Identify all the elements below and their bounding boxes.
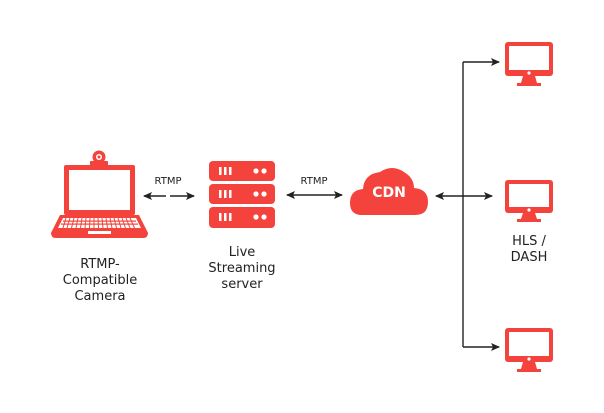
monitor-icon — [505, 42, 553, 86]
server-label-line: server — [221, 277, 263, 292]
camera-label: RTMP- Compatible Camera — [50, 257, 150, 305]
server-label: Live Streaming server — [192, 245, 292, 293]
server-label-line: Streaming — [208, 261, 276, 276]
cloud-icon — [350, 168, 428, 215]
viewer-label-line: DASH — [510, 250, 548, 265]
edge-label-server-cdn: RTMP — [300, 176, 328, 187]
edge-label-camera-server: RTMP — [154, 176, 182, 187]
camera-label-line: Compatible — [62, 273, 138, 288]
camera-label-line: Camera — [74, 289, 126, 304]
server-unit — [209, 184, 275, 204]
server-unit — [209, 161, 275, 181]
viewer-label-line: HLS / — [512, 234, 546, 249]
server-label-line: Live — [228, 245, 256, 260]
laptop-webcam-icon — [51, 150, 148, 238]
camera-label-line: RTMP- — [80, 257, 120, 272]
server-rack-icon — [209, 161, 275, 228]
cdn-label: CDN — [372, 185, 406, 201]
monitor-icon — [505, 328, 553, 372]
viewer-middle-label: HLS / DASH — [489, 234, 569, 266]
edge-cdn-distribution — [435, 58, 500, 351]
monitor-icon — [505, 180, 553, 222]
server-unit — [209, 207, 275, 228]
